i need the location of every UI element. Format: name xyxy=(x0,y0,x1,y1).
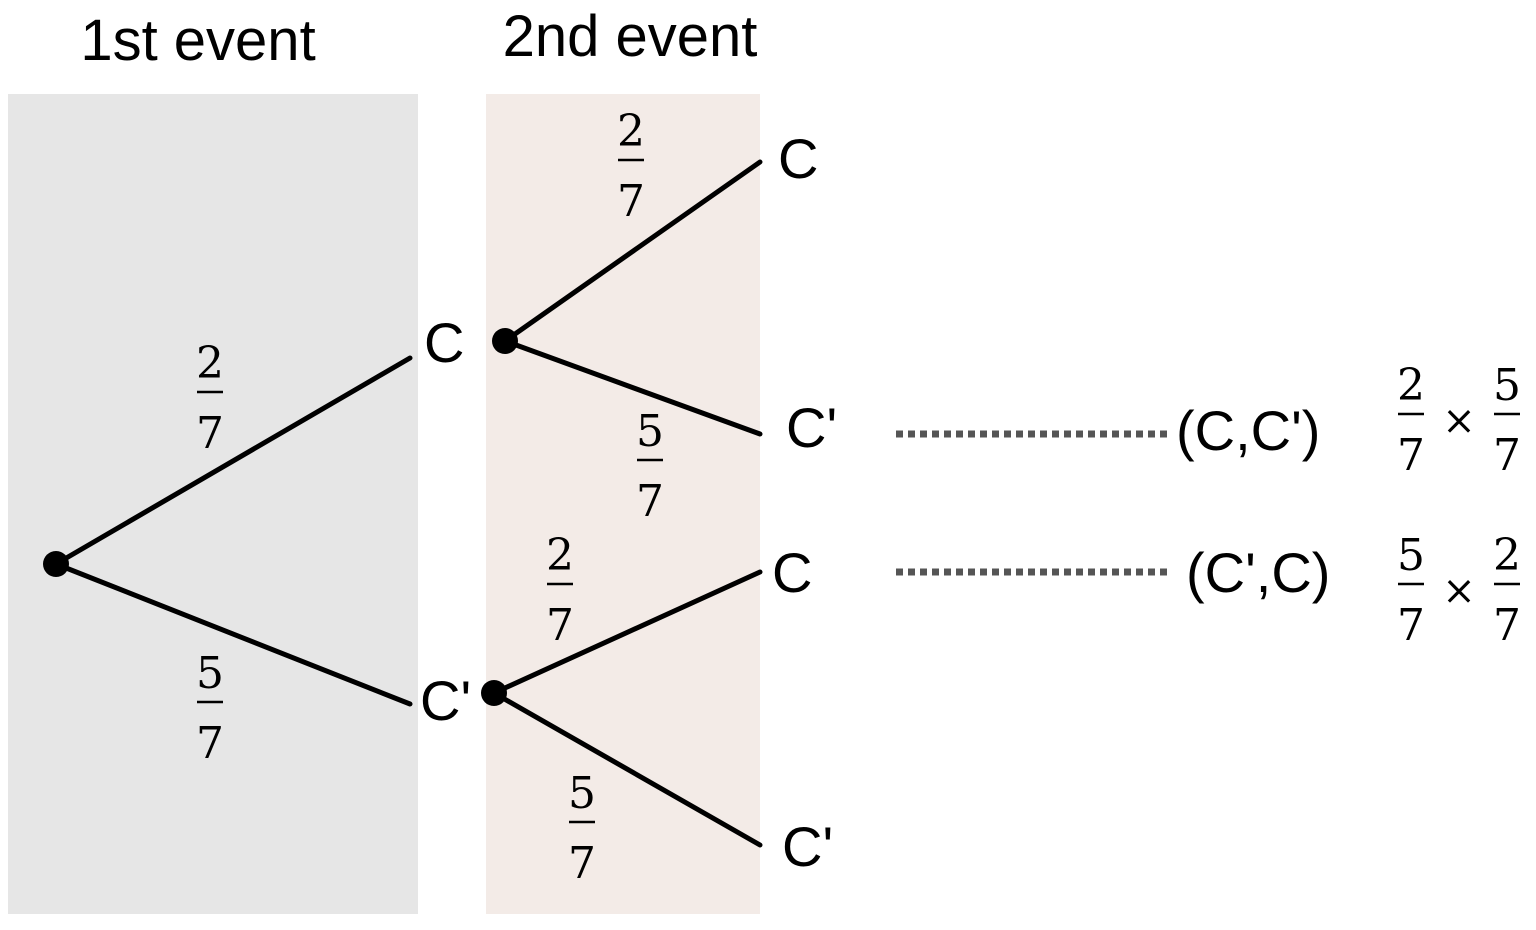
svg-text:×: × xyxy=(1442,398,1476,444)
first-event-cprime-label: C' xyxy=(420,669,471,732)
svg-text:5: 5 xyxy=(196,648,224,699)
second-event-c-c-label: C xyxy=(778,127,818,190)
node-c xyxy=(492,328,518,354)
svg-text:7: 7 xyxy=(1397,600,1425,651)
outcome-1-label: (C,C') xyxy=(1176,399,1320,462)
prob-root-to-c: 2 7 xyxy=(196,338,224,459)
svg-text:5: 5 xyxy=(1397,530,1425,581)
branch-root-to-cprime xyxy=(53,561,413,707)
svg-text:7: 7 xyxy=(196,718,224,769)
first-event-panel xyxy=(8,94,418,914)
branch-root-to-c xyxy=(53,355,413,567)
prob-c-to-c: 2 7 xyxy=(617,106,645,227)
svg-text:7: 7 xyxy=(196,408,224,459)
outcome-2-product: 5 7 × 2 7 xyxy=(1397,530,1521,651)
second-event-cprime-cprime-label: C' xyxy=(782,815,833,878)
svg-text:7: 7 xyxy=(1493,600,1521,651)
svg-text:2: 2 xyxy=(196,338,224,389)
first-event-c-label: C xyxy=(424,311,464,374)
svg-text:7: 7 xyxy=(1493,430,1521,481)
svg-text:7: 7 xyxy=(546,600,574,651)
prob-c-to-cprime: 5 7 xyxy=(636,406,664,527)
svg-text:2: 2 xyxy=(546,530,574,581)
prob-cprime-to-c: 2 7 xyxy=(546,530,574,651)
prob-cprime-to-cprime: 5 7 xyxy=(568,768,596,889)
svg-text:5: 5 xyxy=(568,768,596,819)
svg-text:7: 7 xyxy=(636,476,664,527)
branch-c-to-c xyxy=(502,159,763,344)
svg-text:2: 2 xyxy=(1493,530,1521,581)
svg-text:2: 2 xyxy=(1397,360,1425,411)
second-event-c-cprime-label: C' xyxy=(786,396,837,459)
svg-text:2: 2 xyxy=(617,106,645,157)
svg-text:7: 7 xyxy=(617,176,645,227)
second-event-header: 2nd event xyxy=(503,4,758,69)
root-node xyxy=(43,551,69,577)
svg-text:×: × xyxy=(1442,568,1476,614)
branch-cprime-to-c xyxy=(491,569,763,696)
second-event-panel xyxy=(486,94,760,914)
second-event-cprime-c-label: C xyxy=(772,541,812,604)
svg-text:5: 5 xyxy=(636,406,664,457)
outcome-1-product: 2 7 × 5 7 xyxy=(1397,360,1521,481)
branch-cprime-to-cprime xyxy=(491,690,763,848)
node-cprime xyxy=(481,680,507,706)
outcome-2-label: (C',C) xyxy=(1186,541,1330,604)
branch-c-to-cprime xyxy=(502,338,763,437)
svg-text:7: 7 xyxy=(1397,430,1425,481)
first-event-header: 1st event xyxy=(80,8,315,73)
svg-text:5: 5 xyxy=(1493,360,1521,411)
svg-text:7: 7 xyxy=(568,838,596,889)
prob-root-to-cprime: 5 7 xyxy=(196,648,224,769)
